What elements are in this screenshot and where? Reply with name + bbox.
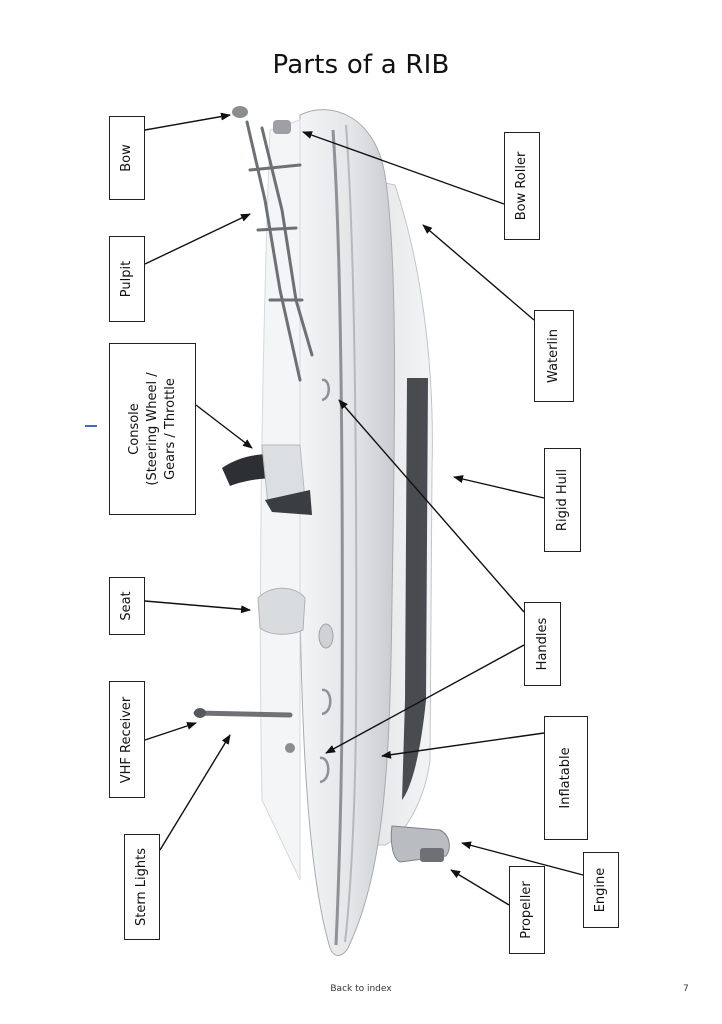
label-console: Console (Steering Wheel / Gears / Thrott…: [109, 343, 196, 515]
callout-arrows: [144, 112, 584, 906]
label-vhf-receiver: VHF Receiver: [109, 681, 145, 798]
arrow-waterline: [422, 224, 535, 321]
label-seat: Seat: [109, 577, 145, 635]
inflatable-tube-shape: [298, 109, 396, 956]
arrow-stern-lights: [159, 734, 231, 851]
bow-light: [232, 106, 248, 118]
label-stern-lights-text: Stern Lights: [134, 847, 149, 927]
label-inflatable-text: Inflatable: [558, 747, 573, 809]
arrow-seat: [144, 600, 251, 614]
label-handles: Handles: [524, 602, 561, 686]
vhf-antenna-tip: [194, 708, 206, 718]
seat-shape: [257, 587, 306, 635]
console-lower: [265, 490, 312, 515]
arrow-engine: [461, 841, 584, 876]
arrow-inflatable: [381, 732, 545, 759]
handle-shapes: [319, 378, 332, 784]
pulpit-rail: [245, 120, 314, 382]
arrow-console: [195, 404, 253, 449]
arrow-vhf: [144, 722, 197, 741]
label-console-text-1: Console: [126, 403, 142, 455]
label-engine: Engine: [583, 852, 619, 928]
tube-stripe-light: [344, 124, 358, 943]
side-mark: [85, 425, 97, 427]
page-number: 7: [683, 984, 689, 994]
label-rigid-hull-text: Rigid Hull: [554, 468, 570, 532]
label-console-text-2: (Steering Wheel /: [144, 372, 160, 486]
arrow-rigid-hull: [453, 475, 545, 499]
vhf-antenna-shape: [193, 710, 293, 718]
label-vhf-receiver-text: VHF Receiver: [119, 696, 134, 783]
label-engine-text: Engine: [593, 867, 608, 913]
keel-strip: [402, 378, 428, 800]
label-pulpit: Pulpit: [109, 236, 145, 322]
label-bow-roller-text: Bow Roller: [514, 151, 529, 221]
arrow-pulpit: [144, 213, 251, 265]
propeller-shape: [420, 848, 444, 862]
label-bow-text: Bow: [119, 144, 134, 172]
label-handles-text: Handles: [534, 617, 550, 671]
back-to-index-link[interactable]: Back to index: [330, 984, 392, 994]
brand-badge: [318, 623, 334, 649]
tube-stripe: [331, 129, 344, 946]
label-rigid-hull: Rigid Hull: [544, 448, 581, 552]
arrow-bow-roller: [302, 131, 505, 205]
label-seat-text: Seat: [119, 591, 134, 621]
stern-light-shape: [285, 743, 295, 753]
label-console-text-3: Gears / Throttle: [162, 378, 178, 480]
label-bow: Bow: [109, 116, 145, 200]
label-propeller-text: Propeller: [519, 881, 534, 939]
label-stern-lights: Stern Lights: [124, 834, 160, 940]
label-waterline: Waterlin: [534, 310, 574, 402]
boat-illustration: [193, 106, 450, 956]
label-pulpit-text: Pulpit: [119, 260, 134, 298]
bow-roller-shape: [273, 120, 291, 134]
page-title: Parts of a RIB: [272, 50, 450, 80]
label-propeller: Propeller: [509, 866, 545, 954]
arrow-handles-lower: [325, 644, 525, 754]
arrow-propeller: [450, 869, 510, 906]
label-inflatable: Inflatable: [544, 716, 588, 840]
arrow-handles-upper: [338, 399, 525, 613]
arrow-bow: [144, 112, 231, 131]
label-bow-roller: Bow Roller: [504, 132, 540, 240]
label-waterline-text: Waterlin: [546, 329, 561, 383]
